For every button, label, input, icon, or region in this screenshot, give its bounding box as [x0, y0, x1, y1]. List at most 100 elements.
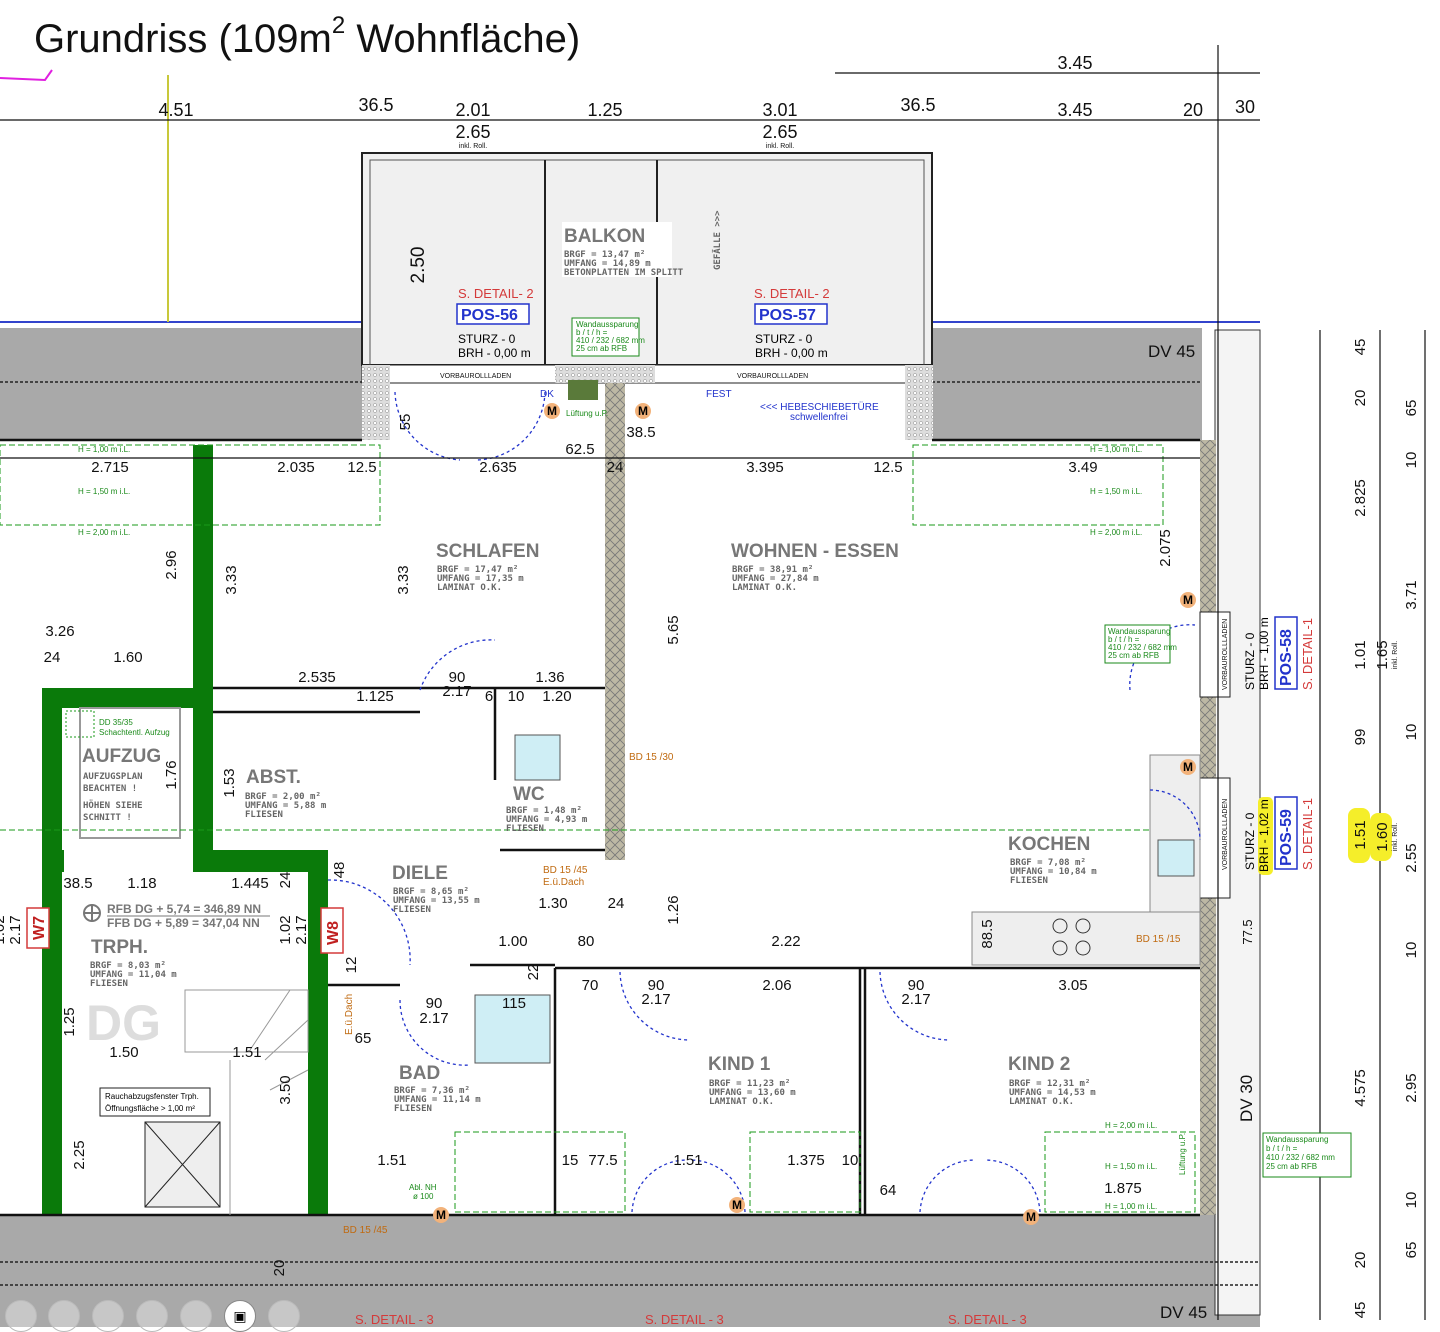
plan-shape: [905, 365, 933, 440]
title-superscript: 2: [331, 12, 346, 39]
plan-shape: [1199, 611, 1231, 698]
toolbar-more-button[interactable]: [268, 1300, 300, 1332]
wall-recess-note-right: Wandaussparung b / t / h = 410 / 232 / 6…: [1104, 624, 1177, 664]
wall-recess-note-bottom: Wandaussparung b / t / h = 410 / 232 / 6…: [1178, 1132, 1352, 1178]
motor-markers: M M M M M M M: [433, 403, 1196, 1225]
plan-label: 2.95: [1403, 1073, 1420, 1102]
plan-label: 3.50: [277, 1075, 294, 1104]
dk-label: DK: [540, 389, 554, 400]
plan-label: BRGF = 11,23 m²: [709, 1079, 790, 1089]
plan-label: 3.71: [1403, 580, 1420, 609]
plan-shape: [1044, 1131, 1196, 1213]
plan-label: AUFZUGSPLAN: [83, 772, 143, 782]
plan-label: 1.30: [538, 895, 567, 912]
plan-label: 3.33: [223, 565, 240, 594]
plan-label: 1.25: [587, 100, 622, 120]
staircase: [184, 989, 309, 1215]
plan-label: 24: [44, 649, 61, 666]
plan-label: 2.825: [1352, 479, 1369, 517]
plan-label: Lüftung u.P.: [566, 409, 608, 418]
plan-label: 1.60: [1374, 822, 1391, 851]
plan-label: POS-56: [461, 307, 518, 324]
plan-label: LAMINAT O.K.: [709, 1097, 774, 1107]
plan-label: WOHNEN - ESSEN: [731, 541, 899, 562]
plan-label: 48: [331, 862, 348, 879]
plan-label: BALKON: [564, 226, 645, 247]
plan-label: DV 45: [1148, 342, 1195, 361]
plan-label: BRGF = 7,08 m²: [1010, 858, 1086, 868]
plan-label: 2.06: [762, 977, 791, 994]
plan-label: POS-59: [1278, 809, 1295, 866]
plan-shape: [0, 444, 381, 526]
plan-label: DIELE: [392, 863, 448, 884]
room-bad: BAD BRGF = 7,36 m² UMFANG = 11,14 m FLIE…: [394, 1063, 481, 1114]
plan-label: 45: [1352, 1302, 1369, 1319]
plan-shape: [631, 1159, 688, 1213]
plan-label: 2.55: [1403, 843, 1420, 872]
plan-label: UMFANG = 13,60 m: [709, 1088, 796, 1098]
plan-label: H = 1,00 m i.L.: [78, 445, 130, 454]
plan-label: 1.76: [163, 760, 180, 789]
plan-label: 115: [502, 995, 526, 1012]
plan-label: 36.5: [900, 95, 935, 115]
plan-label: UMFANG = 14,53 m: [1009, 1088, 1096, 1098]
plan-label: 1.20: [542, 688, 571, 705]
plan-shape: [456, 303, 530, 325]
plan-label: BD 15 /45: [543, 865, 588, 876]
plan-label: KIND 1: [708, 1054, 771, 1075]
plan-shape: [689, 1159, 746, 1213]
plan-shape: [1052, 940, 1068, 956]
plan-label: 90: [449, 669, 466, 686]
plan-label: S. DETAIL-1: [1300, 618, 1315, 690]
plan-label: SCHLAFEN: [436, 541, 539, 562]
plan-shape: [555, 365, 655, 383]
plan-label: Rauchabzugsfenster Trph.: [105, 1092, 199, 1101]
plan-label: RFB DG + 5,74 = 346,89 NN: [107, 902, 261, 916]
plan-label: KOCHEN: [1008, 834, 1090, 855]
plan-label: 38.5: [63, 875, 92, 892]
plan-shape: [42, 850, 64, 872]
plan-shape: [362, 365, 390, 440]
plan-label: Öffnungsfläche > 1,00 m²: [105, 1104, 195, 1113]
height-notes: H = 1,00 m i.L. H = 1,50 m i.L. H = 2,00…: [78, 445, 1157, 1211]
plan-label: 25 cm ab RFB: [1108, 651, 1159, 660]
room-kind2: KIND 2 BRGF = 12,31 m² UMFANG = 14,53 m …: [1008, 1054, 1096, 1107]
plan-shape: [619, 971, 691, 1041]
plan-label: 90: [908, 977, 925, 994]
plan-label: H = 2,00 m i.L.: [78, 528, 130, 537]
plan-shape: [193, 850, 213, 872]
plan-shape: [562, 222, 672, 277]
plan-shape: [568, 380, 598, 400]
dimension-lines: [0, 45, 1426, 1320]
plan-label: 20: [1352, 390, 1369, 407]
plan-label: HÖHEN SIEHE: [83, 800, 143, 811]
toolbar-camera-button[interactable]: ▣: [224, 1300, 256, 1332]
plan-label: 10: [1403, 724, 1420, 741]
plan-shape: [749, 1131, 861, 1213]
sliding-door-label: <<< HEBESCHIEBETÜRE: [760, 401, 879, 413]
plan-label: S. DETAIL - 3: [645, 1312, 724, 1327]
plan-label: VORBAUROLLLADEN: [1222, 619, 1229, 690]
plan-label: DG: [86, 995, 161, 1051]
plan-label: S. DETAIL - 3: [948, 1312, 1027, 1327]
plan-label: FLIESEN: [90, 979, 128, 989]
plan-shape: [635, 403, 651, 419]
plan-label: 3.26: [45, 623, 74, 640]
plan-label: BRH - 1,00 m: [1257, 617, 1271, 690]
plan-shape: [308, 850, 328, 1215]
plan-label: 10: [1403, 1192, 1420, 1209]
window-w8: W8: [320, 907, 344, 954]
toolbar-zoom-button[interactable]: [180, 1300, 212, 1332]
toolbar-play-button[interactable]: [48, 1300, 80, 1332]
plan-label: 1.00: [498, 933, 527, 950]
toolbar-pen-button[interactable]: [92, 1300, 124, 1332]
toolbar-slides-button[interactable]: [136, 1300, 168, 1332]
plan-label: inkl. Roll.: [1392, 823, 1399, 851]
plan-shape: [65, 710, 95, 738]
plan-label: WC: [513, 784, 545, 805]
plan-label: 1.02: [277, 915, 294, 944]
plan-label: W7: [31, 916, 48, 940]
plan-shape: [571, 317, 640, 357]
toolbar-prev-button[interactable]: [5, 1300, 37, 1332]
plan-label: 22: [525, 964, 542, 981]
